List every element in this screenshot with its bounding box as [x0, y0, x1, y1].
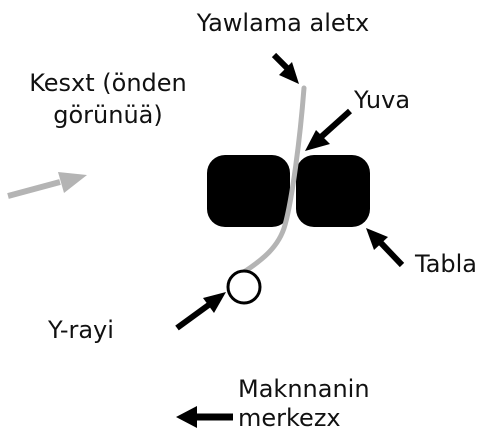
- bearing-circle: [226, 269, 262, 305]
- label-center-line2: merkezx: [238, 404, 341, 432]
- label-tool: Yawlama aletx: [196, 9, 370, 37]
- arrow-cut-direction: [7, 172, 87, 199]
- table-block-right: [296, 155, 370, 227]
- label-cut-line1: Kesxt (önden: [29, 69, 187, 97]
- router-bit-line: [241, 85, 307, 275]
- table-block-left: [207, 155, 290, 227]
- arrow-slot: [305, 108, 353, 151]
- label-center-line1: Maknnanin: [238, 375, 370, 403]
- label-slot: Yuva: [354, 86, 411, 114]
- label-cut-line2: görünüä): [53, 101, 163, 129]
- arrow-bearing: [175, 292, 226, 331]
- arrow-table: [366, 228, 405, 268]
- arrow-tool: [271, 52, 299, 84]
- arrow-machine-center: [176, 406, 233, 428]
- label-bearing: Y-rayi: [48, 316, 114, 344]
- label-table: Tabla: [415, 250, 478, 278]
